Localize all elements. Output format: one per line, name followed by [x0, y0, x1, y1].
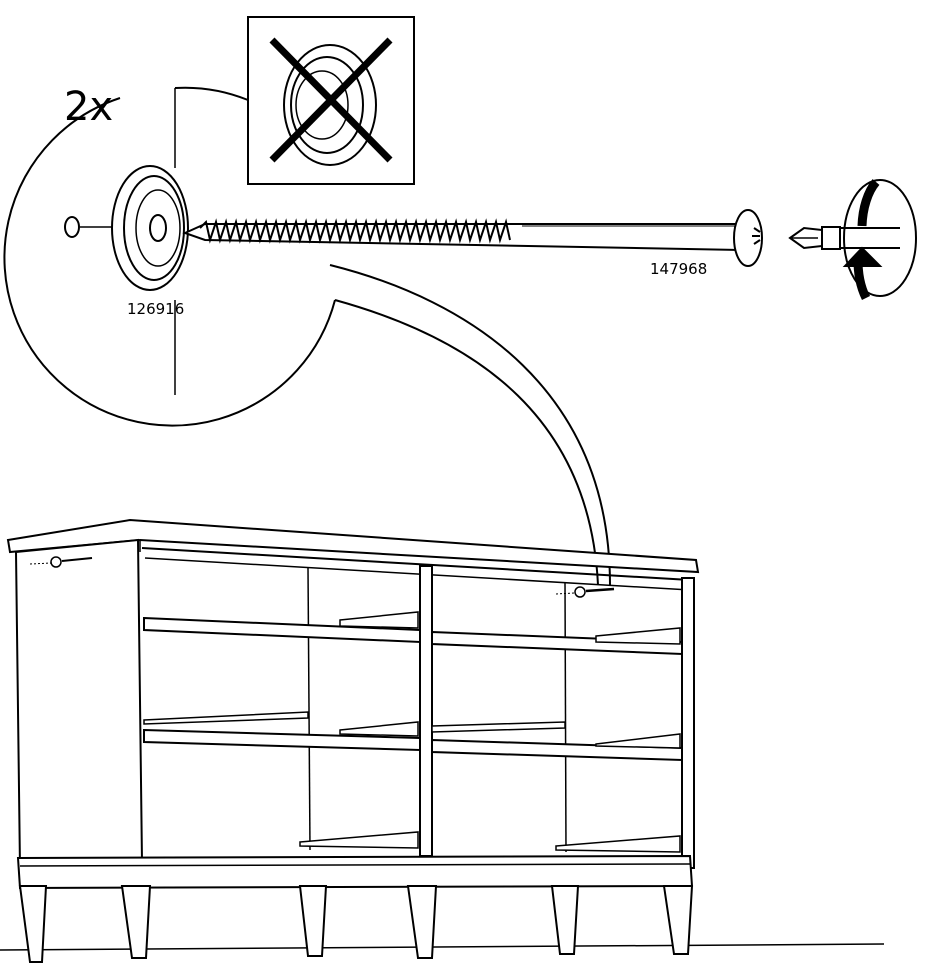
pilot-hole-icon: [64, 216, 112, 238]
screw-insertion-point: [555, 586, 615, 598]
quantity-label: 2x: [64, 84, 113, 130]
rotate-clockwise-icon: [842, 179, 917, 301]
zoom-callout: [3, 86, 611, 586]
screw-part-number: 147968: [650, 260, 707, 278]
cross-out-icon: [269, 37, 393, 163]
screw-icon: [182, 209, 763, 267]
screwdriver-bit-icon: [788, 226, 900, 250]
side-fitting-icon: [29, 556, 93, 568]
washer-icon: [111, 165, 189, 291]
washer-part-number: 126916: [127, 300, 184, 318]
warning-box: [247, 16, 415, 185]
wrong-washer-icon: [283, 44, 377, 166]
cabinet-illustration: [0, 518, 885, 963]
